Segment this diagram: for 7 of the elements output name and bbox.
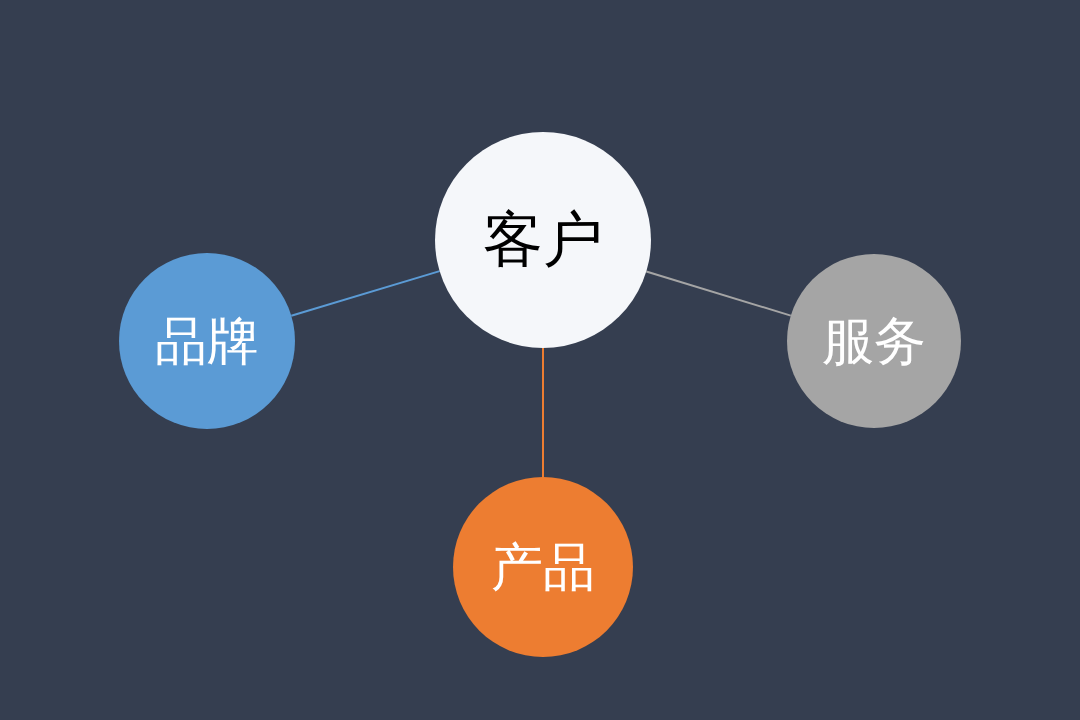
node-label: 服务 xyxy=(822,315,926,367)
node-label: 品牌 xyxy=(155,315,259,367)
connector-line xyxy=(290,270,441,317)
connector-line xyxy=(645,270,792,317)
node-label: 客户 xyxy=(483,210,603,270)
node-label: 产品 xyxy=(491,541,595,593)
connector-line xyxy=(542,347,544,478)
